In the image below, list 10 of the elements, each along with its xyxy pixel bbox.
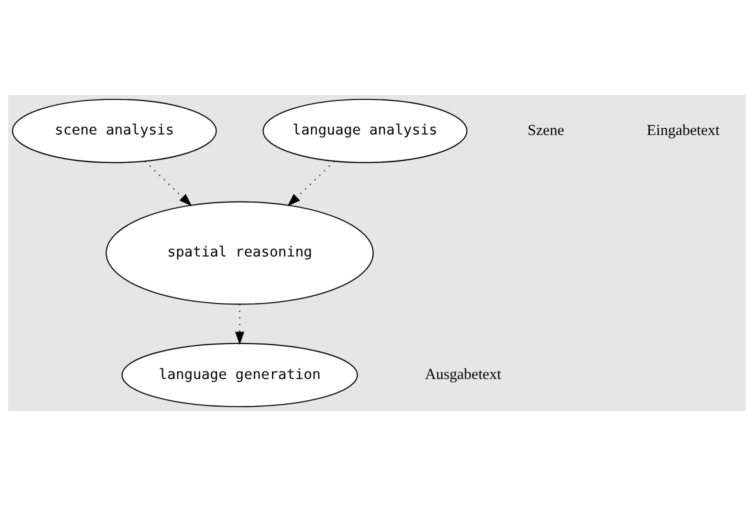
label: Eingabetext [646,121,720,138]
node-ellipse: scene analysis [12,98,217,163]
arrow [144,160,192,206]
node-ellipse: spatial reasoning [106,200,374,304]
arrow [235,304,244,344]
node-ellipse: language analysis [262,98,468,163]
arrow [287,160,335,206]
label: Ausgabetext [424,366,502,383]
node-ellipse: language generation [121,342,358,407]
label: Szene [528,121,564,138]
